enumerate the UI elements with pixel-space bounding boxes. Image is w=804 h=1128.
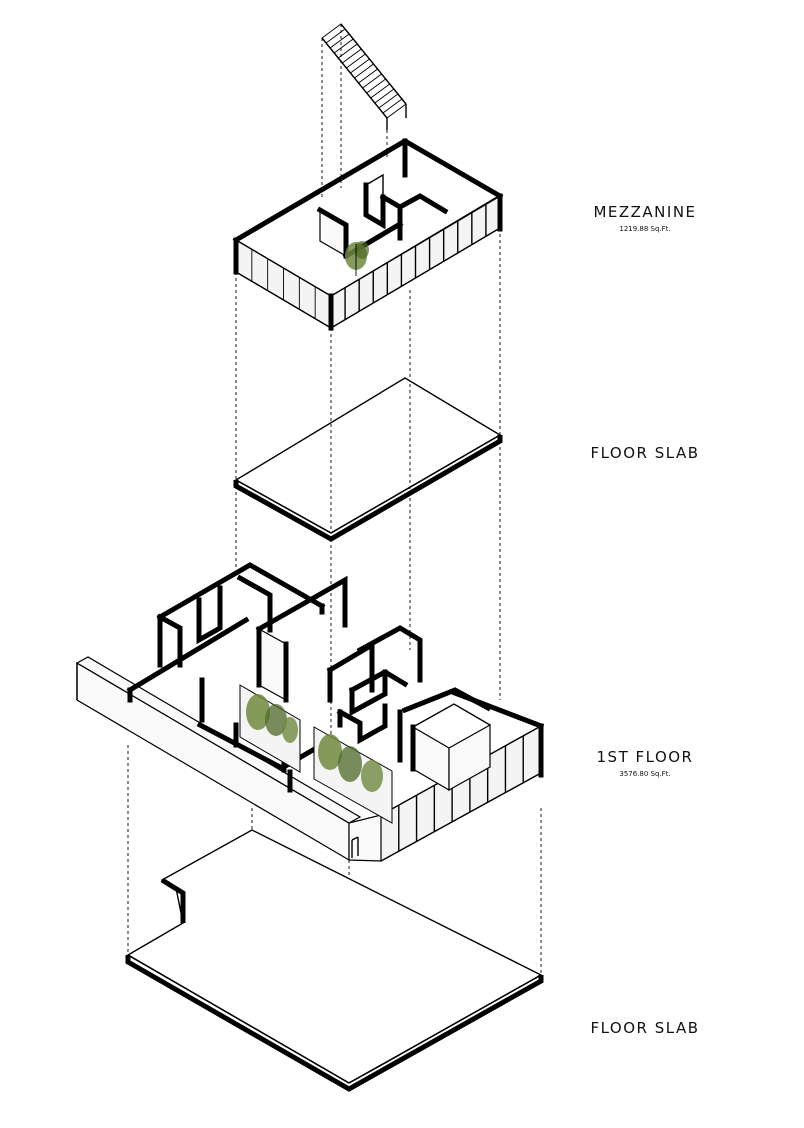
planter-tree-icon — [246, 694, 298, 743]
mezzanine-level — [232, 138, 504, 331]
projection-lines — [127, 24, 542, 1083]
first-floor-title: 1ST FLOOR — [596, 748, 694, 766]
upper-floor-slab — [233, 377, 503, 542]
staircase-icon — [321, 23, 407, 130]
first-floor-level — [75, 562, 545, 862]
mezzanine-title: MEZZANINE — [593, 203, 697, 221]
lower-floor-slab — [125, 829, 544, 1092]
planter-tree-icon — [345, 241, 369, 276]
mezzanine-area: 1219.88 Sq.Ft. — [619, 225, 671, 233]
lower-floor-slab-title: FLOOR SLAB — [590, 1019, 700, 1037]
first-floor-area: 3576.80 Sq.Ft. — [619, 770, 671, 778]
planter-tree-icon — [318, 734, 383, 792]
upper-floor-slab-title: FLOOR SLAB — [590, 444, 700, 462]
